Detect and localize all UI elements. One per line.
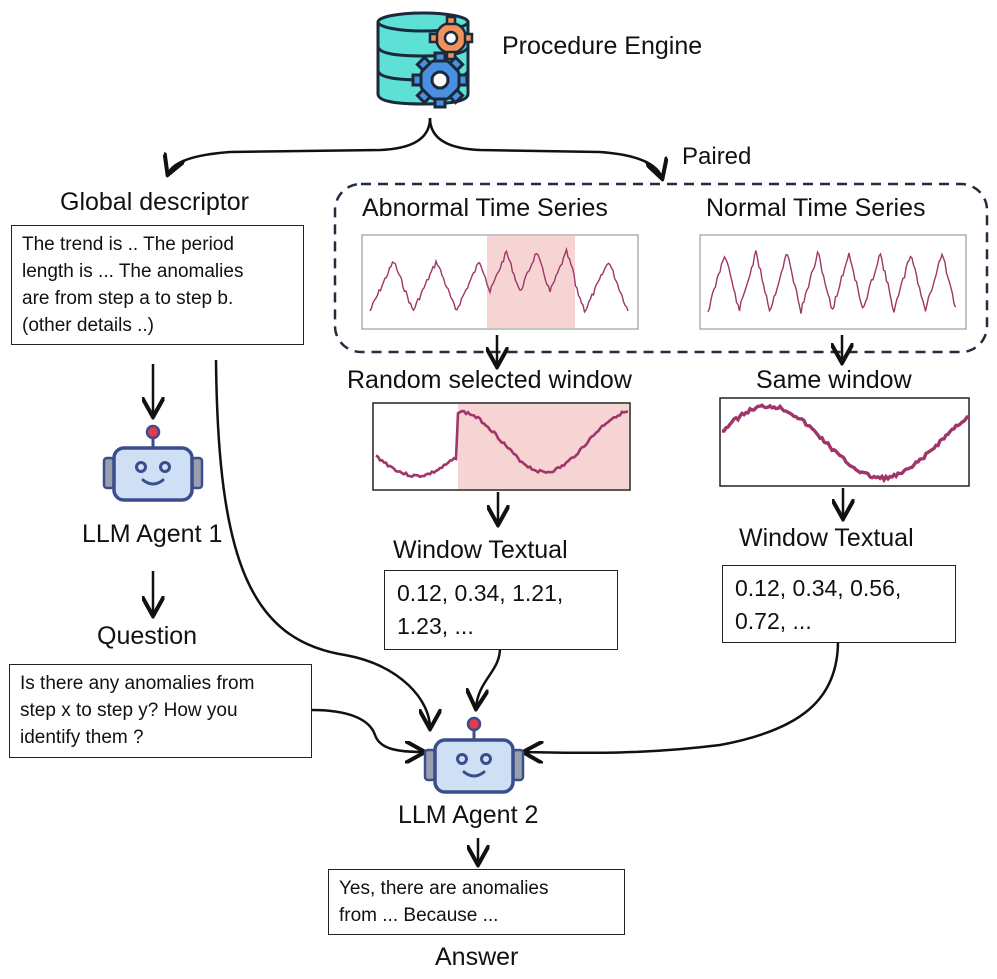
- arrow-text-left-to-agent2: [476, 647, 502, 708]
- answer-line: from ... Because ...: [339, 905, 499, 926]
- window-textual-box-left: 0.12, 0.34, 1.21, 1.23, ...: [384, 570, 618, 650]
- paired-container: [333, 182, 989, 354]
- window-textual-title-right: Window Textual: [739, 524, 914, 552]
- abnormal-series-line: [369, 246, 629, 314]
- database-gear-icon: [376, 11, 474, 109]
- paired-label: Paired: [682, 143, 752, 170]
- abnormal-series-title: Abnormal Time Series: [362, 194, 608, 222]
- arrow-question-to-agent2: [311, 708, 424, 752]
- window-textual-line: 0.12, 0.34, 0.56,: [735, 575, 902, 601]
- answer-title: Answer: [435, 943, 519, 971]
- question-title: Question: [97, 622, 198, 650]
- global-descriptor-box: The trend is .. The period length is ...…: [11, 225, 304, 345]
- agent2-label: LLM Agent 2: [398, 801, 539, 829]
- random-window-line: [375, 409, 629, 479]
- random-window-title: Random selected window: [347, 366, 632, 394]
- same-window-panel: [719, 397, 970, 487]
- engine-to-paired-brace: [428, 117, 662, 178]
- engine-split-brace: [168, 117, 432, 174]
- question-line: identify them ?: [20, 727, 144, 748]
- question-line: step x to step y? How you: [20, 700, 238, 721]
- abnormal-highlight: [487, 236, 575, 328]
- engine-label: Procedure Engine: [502, 32, 703, 60]
- question-box: Is there any anomalies from step x to st…: [9, 664, 312, 758]
- question-line: Is there any anomalies from: [20, 673, 255, 694]
- global-descriptor-line: The trend is .. The period: [22, 234, 234, 255]
- same-window-line: [722, 403, 970, 484]
- answer-box: Yes, there are anomalies from ... Becaus…: [328, 869, 625, 935]
- random-window-highlight: [458, 404, 629, 489]
- global-descriptor-title: Global descriptor: [60, 188, 249, 216]
- global-descriptor-line: are from step a to step b.: [22, 288, 234, 309]
- arrow-global-to-agent2: [214, 359, 430, 728]
- agent1-label: LLM Agent 1: [82, 520, 223, 548]
- window-textual-box-right: 0.12, 0.34, 0.56, 0.72, ...: [722, 565, 956, 643]
- global-descriptor-line: length is ... The anomalies: [22, 261, 244, 282]
- normal-series-panel: [699, 234, 967, 330]
- window-textual-line: 1.23, ...: [397, 613, 474, 639]
- window-textual-line: 0.72, ...: [735, 608, 812, 634]
- robot-icon: [423, 716, 525, 794]
- arrow-text-right-to-agent2: [524, 640, 840, 753]
- normal-series-line: [707, 250, 957, 314]
- window-textual-title-left: Window Textual: [393, 536, 568, 564]
- window-textual-line: 0.12, 0.34, 1.21,: [397, 580, 564, 606]
- robot-icon: [102, 424, 204, 502]
- global-descriptor-line: (other details ..): [22, 315, 154, 336]
- answer-line: Yes, there are anomalies: [339, 878, 549, 899]
- same-window-title: Same window: [756, 366, 912, 394]
- normal-series-title: Normal Time Series: [706, 194, 926, 222]
